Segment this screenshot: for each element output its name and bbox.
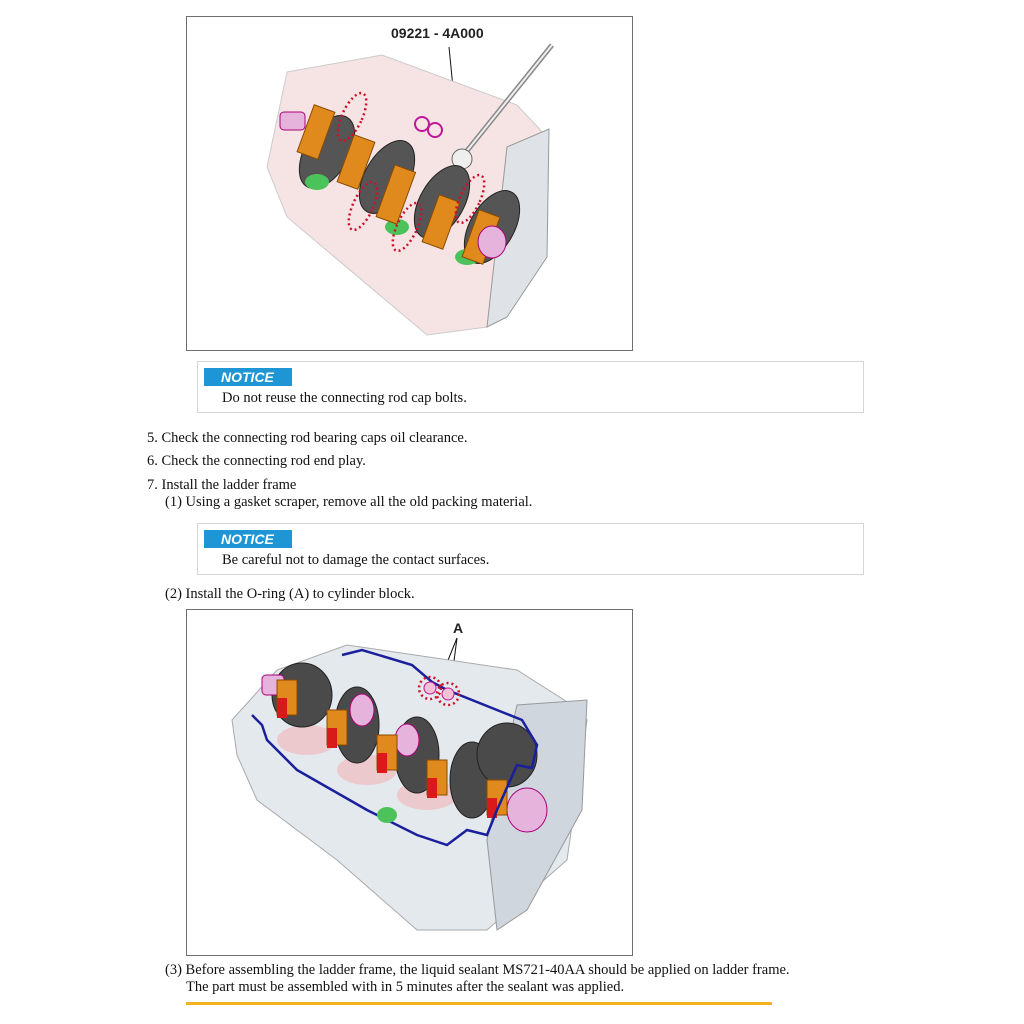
engine-block-illustration-1 [266,43,554,336]
notice-text: Do not reuse the connecting rod cap bolt… [222,390,467,406]
notice-box-contact-surfaces: NOTICE Be careful not to damage the cont… [197,523,864,575]
step-6: 6. Check the connecting rod end play. [147,453,366,469]
step-7-3-line-2: The part must be assembled with in 5 min… [186,979,625,995]
tool-part-number-callout: 09221 - 4A000 [391,25,484,41]
step-7-3-line-1: (3) Before assembling the ladder frame, … [165,962,790,978]
engine-block-illustration-2 [231,637,588,931]
step-7-1: (1) Using a gasket scraper, remove all t… [165,494,533,510]
notice-badge: NOTICE [204,530,292,548]
notice-badge: NOTICE [204,368,292,386]
o-ring-callout-a: A [453,620,464,636]
notice-text: Be careful not to damage the contact sur… [222,552,490,568]
figure-crankshaft-tool: 09221 - 4A000 [186,16,633,351]
step-7-2: (2) Install the O-ring (A) to cylinder b… [165,586,415,602]
figure-o-ring-installation: A [186,609,633,956]
section-divider [186,1002,772,1005]
step-5: 5. Check the connecting rod bearing caps… [147,430,468,446]
step-7: 7. Install the ladder frame [147,477,297,493]
notice-box-rod-cap-bolts: NOTICE Do not reuse the connecting rod c… [197,361,864,413]
